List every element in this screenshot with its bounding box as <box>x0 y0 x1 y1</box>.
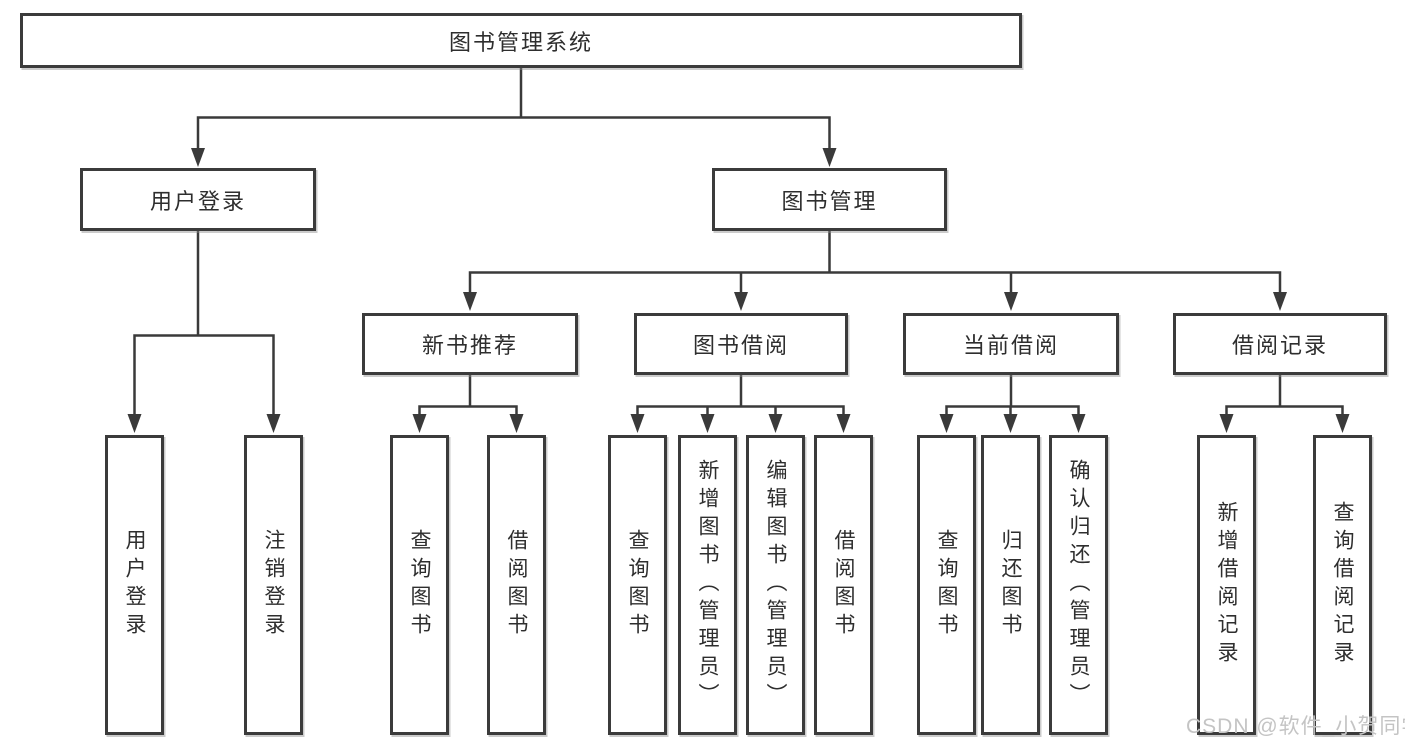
node-label: 借阅图书 <box>832 529 855 641</box>
node-label: 新书推荐 <box>421 333 518 358</box>
node-label: 图书借阅 <box>692 333 789 358</box>
node-borrowing-records: 借阅记录 <box>1173 313 1387 375</box>
node-current-borrowing: 当前借阅 <box>903 313 1119 375</box>
node-label: 编辑图书（管理员） <box>764 459 787 711</box>
node-book-management: 图书管理 <box>712 168 947 231</box>
connector-user-login <box>133 229 275 418</box>
node-new-book-recommendation: 新书推荐 <box>362 313 578 375</box>
node-label: 图书管理系统 <box>448 29 593 55</box>
connector-new-book-recommendation <box>418 373 518 418</box>
leaf-add-books-admin: 新增图书（管理员） <box>678 435 737 735</box>
leaf-edit-books-admin: 编辑图书（管理员） <box>746 435 805 735</box>
leaf-user-login: 用户登录 <box>105 435 164 735</box>
node-label: 借阅记录 <box>1231 333 1328 358</box>
node-library-management-system: 图书管理系统 <box>20 13 1022 68</box>
connector-book-management <box>468 229 1282 296</box>
leaf-query-borrow-record: 查询借阅记录 <box>1313 435 1372 735</box>
leaf-borrow-books: 借阅图书 <box>814 435 873 735</box>
leaf-return-books: 归还图书 <box>981 435 1040 735</box>
node-label: 当前借阅 <box>962 333 1059 358</box>
node-label: 查询图书 <box>408 529 431 641</box>
connector-current-borrowing <box>945 373 1080 418</box>
leaf-query-books-recommend: 查询图书 <box>390 435 449 735</box>
leaf-add-borrow-record: 新增借阅记录 <box>1197 435 1256 735</box>
node-label: 注销登录 <box>262 529 285 641</box>
node-label: 新增借阅记录 <box>1215 501 1238 669</box>
connector-root <box>196 66 831 152</box>
node-user-login: 用户登录 <box>80 168 316 231</box>
connector-book-borrowing <box>636 373 845 418</box>
leaf-query-books-borrow: 查询图书 <box>608 435 667 735</box>
node-label: 确认归还（管理员） <box>1067 459 1090 711</box>
node-label: 图书管理 <box>781 188 878 214</box>
leaf-logout: 注销登录 <box>244 435 303 735</box>
node-label: 借阅图书 <box>505 529 528 641</box>
leaf-confirm-return-admin: 确认归还（管理员） <box>1049 435 1108 735</box>
node-label: 新增图书（管理员） <box>696 459 719 711</box>
node-book-borrowing: 图书借阅 <box>634 313 848 375</box>
node-label: 查询图书 <box>935 529 958 641</box>
node-label: 用户登录 <box>123 529 146 641</box>
csdn-watermark: CSDN @软件_小贺同学 <box>1186 715 1405 738</box>
connector-borrowing-records <box>1225 373 1344 418</box>
node-label: 用户登录 <box>149 188 246 214</box>
node-label: 查询借阅记录 <box>1331 501 1354 669</box>
node-label: 归还图书 <box>999 529 1022 641</box>
node-label: 查询图书 <box>626 529 649 641</box>
leaf-borrow-books-recommend: 借阅图书 <box>487 435 546 735</box>
leaf-query-books-current: 查询图书 <box>917 435 976 735</box>
arrowheads <box>127 148 1350 433</box>
